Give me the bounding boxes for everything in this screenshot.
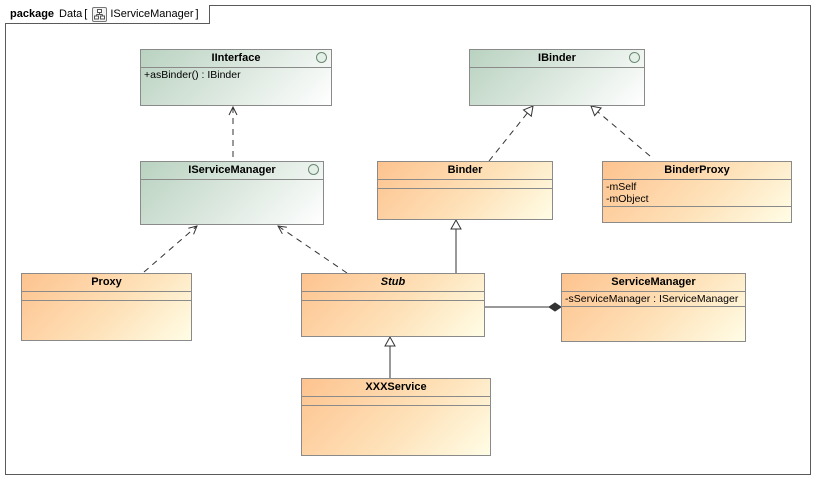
class-name: Stub — [302, 274, 484, 292]
attributes-section: +asBinder() : IBinder — [141, 68, 331, 82]
member-line: -mSelf — [606, 181, 637, 193]
class-binder[interactable]: Binder — [377, 161, 553, 220]
package-keyword: package — [10, 8, 55, 20]
class-name: IServiceManager — [141, 162, 323, 180]
diagram-name: IServiceManager — [110, 8, 194, 20]
class-iservicemanager[interactable]: IServiceManager — [140, 161, 324, 225]
attributes-section: -mSelf -mObject — [603, 180, 791, 207]
attributes-section — [470, 68, 644, 76]
proxy-to-iservicemanager — [143, 226, 197, 273]
member-line: -sServiceManager : IServiceManager — [565, 293, 739, 305]
operations-section — [302, 406, 490, 414]
class-proxy[interactable]: Proxy — [21, 273, 192, 341]
package-name: Data — [59, 8, 83, 20]
attributes-section — [378, 180, 552, 189]
class-name: Proxy — [22, 274, 191, 292]
class-diagram-icon — [92, 6, 108, 22]
class-name: ServiceManager — [562, 274, 745, 292]
attributes-section: -sServiceManager : IServiceManager — [562, 292, 745, 307]
attributes-section — [302, 292, 484, 301]
operations-section — [302, 301, 484, 309]
attributes-section — [22, 292, 191, 301]
package-frame — [5, 5, 811, 475]
class-name: IInterface — [141, 50, 331, 68]
stub-to-iservicemanager — [278, 226, 348, 274]
class-name: IBinder — [470, 50, 644, 68]
operations-section — [378, 189, 552, 197]
package-tab: package Data [ IServiceManager ] — [5, 5, 210, 24]
class-iinterface[interactable]: IInterface +asBinder() : IBinder — [140, 49, 332, 106]
class-name: BinderProxy — [603, 162, 791, 180]
class-name: XXXService — [302, 379, 490, 397]
interface-icon — [308, 164, 319, 175]
class-ibinder[interactable]: IBinder — [469, 49, 645, 106]
operations-section — [603, 207, 791, 215]
binderproxy-to-ibinder — [590, 105, 651, 157]
member-line: +asBinder() : IBinder — [144, 69, 241, 81]
interface-icon — [316, 52, 327, 63]
class-stub[interactable]: Stub — [301, 273, 485, 337]
member-line: -mObject — [606, 193, 649, 205]
binder-to-ibinder — [488, 105, 534, 162]
interface-icon — [629, 52, 640, 63]
operations-section — [562, 307, 745, 315]
class-xxxservice[interactable]: XXXService — [301, 378, 491, 456]
attributes-section — [141, 180, 323, 188]
class-name: Binder — [378, 162, 552, 180]
open-bracket: [ — [84, 8, 88, 20]
operations-section — [22, 301, 191, 309]
class-servicemanager[interactable]: ServiceManager -sServiceManager : IServi… — [561, 273, 746, 342]
class-binderproxy[interactable]: BinderProxy -mSelf -mObject — [602, 161, 792, 223]
close-bracket: ] — [195, 8, 199, 20]
attributes-section — [302, 397, 490, 406]
